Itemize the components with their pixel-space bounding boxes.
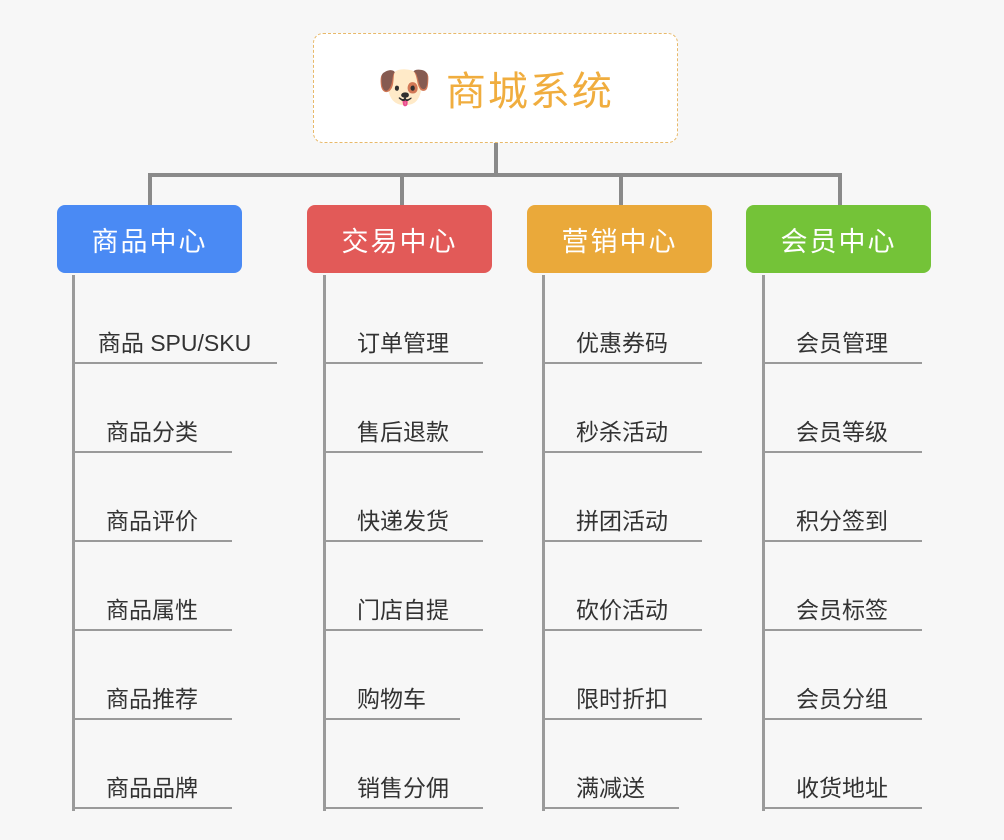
leaf-item[interactable]: 满减送 [542,720,679,809]
leaf-item-label: 商品 SPU/SKU [97,329,252,356]
connector-drop-member-center [838,173,842,205]
category-label: 商品中心 [91,226,208,257]
leaf-item-label: 商品品牌 [106,774,198,801]
leaf-item[interactable]: 购物车 [323,631,460,720]
leaf-item[interactable]: 商品品牌 [72,720,232,809]
leaf-item-label: 会员管理 [796,329,888,356]
leaf-item-label: 限时折扣 [576,685,668,712]
leaf-item[interactable]: 优惠券码 [542,275,702,364]
leaf-item-label: 会员等级 [796,418,888,445]
leaf-item[interactable]: 拼团活动 [542,453,702,542]
leaf-item[interactable]: 秒杀活动 [542,364,702,453]
leaf-item-label: 商品推荐 [106,685,198,712]
leaf-item[interactable]: 商品 SPU/SKU [72,275,277,364]
connector-drop-marketing-center [619,173,623,205]
leaf-item-label: 会员分组 [796,685,888,712]
category-header-marketing-center[interactable]: 营销中心 [527,205,712,273]
leaf-item[interactable]: 收货地址 [762,720,922,809]
leaf-item[interactable]: 商品属性 [72,542,232,631]
dog-face-icon: 🐶 [377,63,432,112]
leaf-item[interactable]: 会员分组 [762,631,922,720]
leaf-item[interactable]: 商品评价 [72,453,232,542]
leaf-item-label: 商品属性 [106,596,198,623]
leaf-item[interactable]: 订单管理 [323,275,483,364]
leaf-item[interactable]: 商品推荐 [72,631,232,720]
leaf-item-label: 购物车 [357,685,426,712]
leaf-item[interactable]: 销售分佣 [323,720,483,809]
column-spine [762,275,765,811]
leaf-item-label: 订单管理 [357,329,449,356]
category-label: 交易中心 [341,226,458,257]
leaf-item[interactable]: 门店自提 [323,542,483,631]
leaf-item-label: 会员标签 [796,596,888,623]
leaf-item[interactable]: 会员管理 [762,275,922,364]
leaf-item-label: 销售分佣 [357,774,449,801]
leaf-item-label: 砍价活动 [576,596,668,623]
leaf-item-label: 商品评价 [106,507,198,534]
connector-drop-trade-center [400,173,404,205]
leaf-item[interactable]: 会员等级 [762,364,922,453]
connector-drop-product-center [148,173,152,205]
leaf-item[interactable]: 会员标签 [762,542,922,631]
category-label: 会员中心 [780,226,897,257]
column-spine [542,275,545,811]
leaf-item-label: 积分签到 [796,507,888,534]
category-header-product-center[interactable]: 商品中心 [57,205,242,273]
leaf-item[interactable]: 积分签到 [762,453,922,542]
leaf-item-label: 秒杀活动 [576,418,668,445]
leaf-item-label: 售后退款 [357,418,449,445]
connector-horizontal-bus [150,173,840,177]
leaf-item[interactable]: 售后退款 [323,364,483,453]
root-node-title: 商城系统 [445,70,614,114]
leaf-item-label: 快递发货 [357,507,449,534]
leaf-item-label: 商品分类 [106,418,198,445]
leaf-item-label: 收货地址 [796,774,888,801]
root-node-shopping-mall-system[interactable]: 🐶 商城系统 [313,33,678,143]
leaf-item[interactable]: 商品分类 [72,364,232,453]
leaf-item[interactable]: 限时折扣 [542,631,702,720]
column-spine [72,275,75,811]
leaf-item[interactable]: 砍价活动 [542,542,702,631]
connector-root-stem [494,143,498,175]
leaf-item-label: 门店自提 [357,596,449,623]
leaf-item-label: 满减送 [576,774,645,801]
category-header-trade-center[interactable]: 交易中心 [307,205,492,273]
category-header-member-center[interactable]: 会员中心 [746,205,931,273]
column-spine [323,275,326,811]
leaf-item-label: 优惠券码 [576,329,668,356]
leaf-item[interactable]: 快递发货 [323,453,483,542]
leaf-item-label: 拼团活动 [576,507,668,534]
category-label: 营销中心 [561,226,678,257]
